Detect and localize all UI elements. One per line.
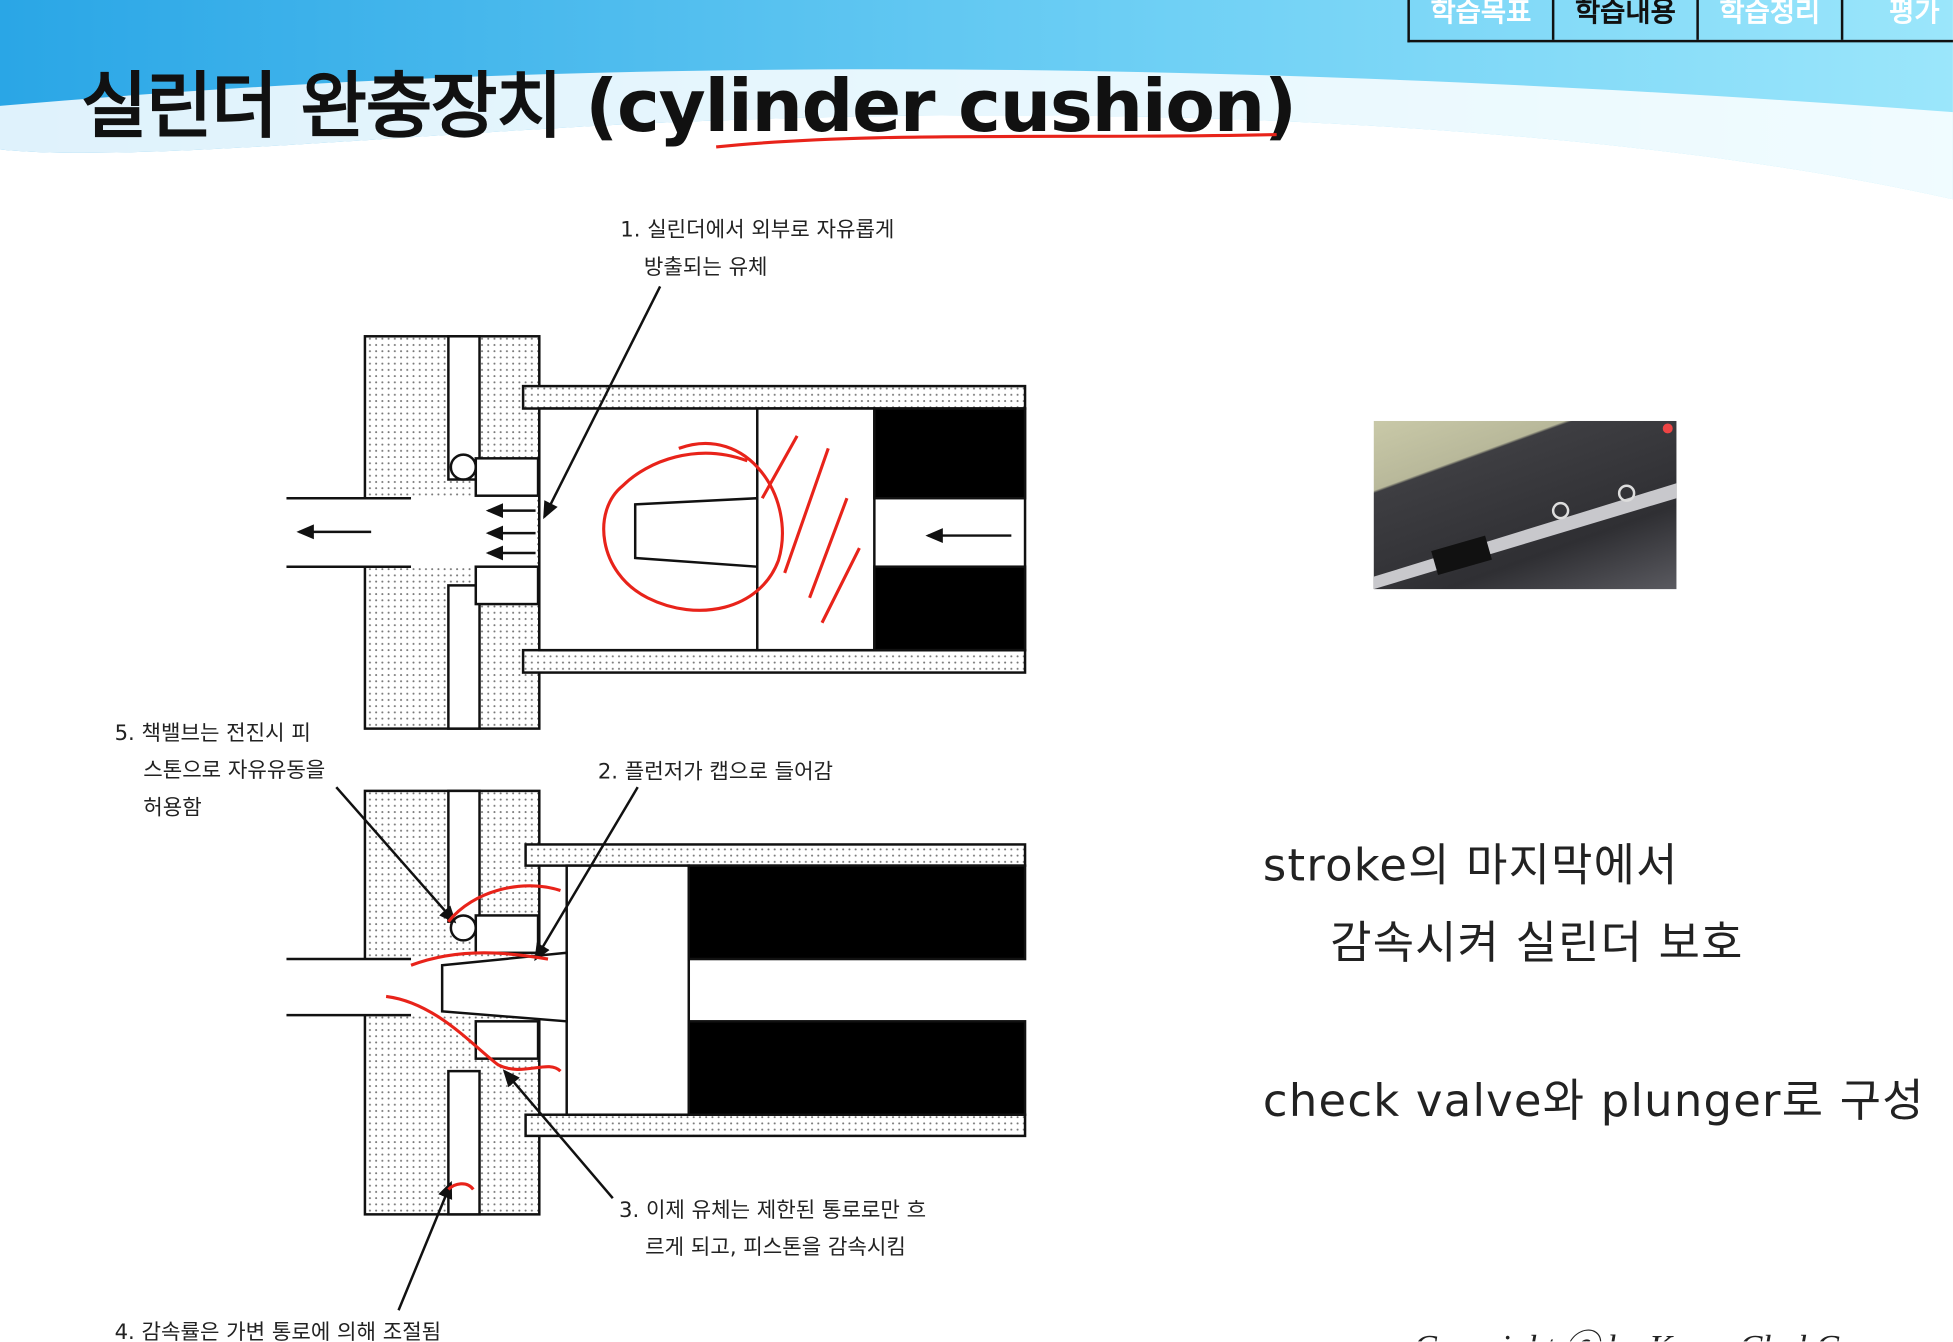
label-4: 4. 감속률은 가변 통로에 의해 조절됨 (114, 1320, 442, 1342)
label-5-line2: 스톤으로 자유유동을 (143, 758, 326, 784)
label-2: 2. 플런저가 캡으로 들어감 (597, 759, 834, 785)
tab-evaluation[interactable]: 평가 (1843, 0, 1953, 40)
slide-title: 실린더 완충장치 (cylinder cushion) (80, 63, 1297, 149)
cylinder-top (286, 285, 1027, 730)
label-3-line1: 3. 이제 유체는 제한된 통로로만 흐 (619, 1198, 927, 1224)
red-annotations (385, 435, 861, 1191)
video-thumbnail[interactable] (1373, 420, 1677, 590)
note-line1: stroke의 마지막에서 (1262, 840, 1679, 892)
label-1-line2: 방출되는 유체 (643, 255, 768, 281)
tab-summary[interactable]: 학습정리 (1699, 0, 1844, 40)
cylinder-bottom (286, 786, 1027, 1311)
copyright-text: Copyright ⓒ by Kwon Chul Go (1414, 1320, 1859, 1341)
note-line2: 감속시켜 실린더 보호 (1330, 917, 1744, 969)
label-5-line1: 5. 책밸브는 전진시 피 (114, 721, 311, 747)
label-5-line3: 허용함 (143, 795, 202, 821)
tab-content[interactable]: 학습내용 (1554, 0, 1699, 40)
linear-rail-image (1373, 423, 1677, 590)
title-underline-annotation (716, 132, 1277, 149)
nav-tabs: 학습목표 학습내용 학습정리 평가 (1407, 0, 1953, 43)
note-line3: check valve와 plunger로 구성 (1262, 1076, 1925, 1128)
label-3-line2: 르게 되고, 피스톤을 감속시킴 (645, 1235, 906, 1261)
label-1-line1: 1. 실린더에서 외부로 자유롭게 (620, 217, 895, 243)
tab-objectives[interactable]: 학습목표 (1410, 0, 1555, 40)
